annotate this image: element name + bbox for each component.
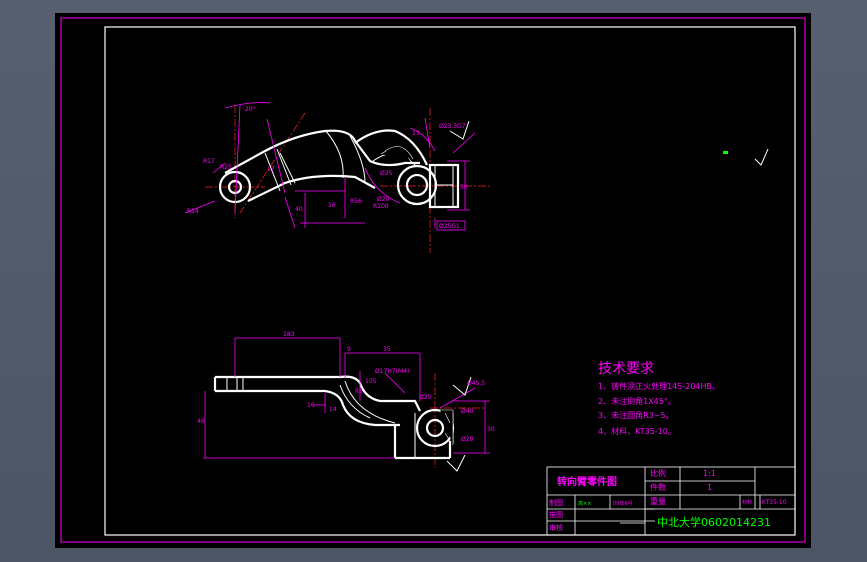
check-label: 描图	[549, 510, 563, 519]
dim-dia20: Ø20	[377, 196, 390, 203]
dim-r56: R56	[350, 198, 362, 205]
dim-bore-top: Ø23.3G7	[439, 123, 466, 130]
drawing-canvas[interactable]: 20° R17 R14 R56 R100 13 17 16 40 30 Ø25 …	[55, 13, 811, 548]
tech-req-item-4: 4、材料，KT35-10。	[598, 426, 676, 436]
roughness-symbol	[723, 148, 769, 166]
dim-105: 105	[365, 378, 377, 385]
dim-dia20b: Ø20	[461, 436, 474, 443]
qty-value: 1	[707, 483, 712, 492]
dim-dia40: Ø40	[461, 408, 474, 415]
dim-r5: R5	[355, 388, 363, 395]
scale-label: 比例	[650, 468, 666, 478]
dim-183: 183	[283, 331, 295, 338]
dim-r14: R14	[187, 208, 199, 215]
dim-r100: R100	[373, 203, 389, 210]
dim-r25: R25	[220, 164, 232, 171]
drawn-date: 09年6月	[613, 500, 633, 507]
dim-14: 14	[329, 406, 337, 413]
drawing-border	[104, 26, 796, 536]
dim-bore-bottom: Ø17H7(M4)	[375, 368, 409, 375]
part-name: 转向臂零件图	[557, 475, 617, 488]
dim-angle: 20°	[245, 106, 256, 113]
scale-value: 1:1	[703, 469, 716, 478]
dim-box-tol: Ø25G1	[439, 223, 460, 230]
dim-dia25: Ø25	[380, 170, 393, 177]
dim-16: 16	[328, 202, 336, 209]
tech-req-item-3: 3、未注圆角R3~5。	[598, 410, 674, 420]
dim-40: 40	[295, 206, 303, 213]
dim-dia45: Ø45.5	[467, 380, 485, 387]
qty-label: 件数	[650, 482, 666, 492]
dim-r17: R17	[203, 158, 215, 165]
dim-30: 30	[460, 184, 468, 191]
weight-label: 重量	[650, 496, 666, 506]
dim-35: 35	[383, 346, 391, 353]
front-view-dims: 20° R17 R14 R56 R100 13 17 16 40 30 Ø25 …	[187, 106, 468, 230]
drawn-label: 制图	[549, 498, 563, 507]
material-label: 材料	[742, 499, 752, 506]
dim-30b: 30	[487, 426, 495, 433]
top-view-dims: 183 9 35 105 46 16 14 R5 Ø25 Ø40 Ø20 30 …	[197, 331, 495, 443]
title-block: 转向臂零件图 比例 1:1 件数 1 重量 材料 KT35-10 制图 高×× …	[546, 466, 796, 536]
school-id: 中北大学0602014231	[657, 515, 771, 529]
top-view	[203, 337, 490, 472]
dim-46: 46	[197, 418, 205, 425]
review-label: 审核	[549, 523, 563, 532]
dim-dia25b: Ø25	[419, 394, 432, 401]
tech-req-item-2: 2、未注倒角1X45°。	[598, 396, 676, 406]
tech-req-title: 技术要求	[598, 361, 654, 377]
dim-17: 17	[267, 166, 275, 173]
outer-frame	[60, 17, 806, 543]
material-value: KT35-10	[762, 499, 787, 506]
drawn-name: 高××	[578, 500, 591, 507]
dim-13: 13	[412, 130, 420, 137]
tech-requirements: 技术要求 1、铸件须正火处理145-204HB。 2、未注倒角1X45°。 3、…	[598, 361, 720, 436]
dim-16b: 16	[307, 402, 315, 409]
dim-9: 9	[347, 346, 351, 353]
snap-marker	[723, 151, 728, 154]
drawing-sheet: 20° R17 R14 R56 R100 13 17 16 40 30 Ø25 …	[55, 13, 811, 548]
tech-req-item-1: 1、铸件须正火处理145-204HB。	[598, 381, 720, 391]
front-view	[184, 102, 490, 253]
